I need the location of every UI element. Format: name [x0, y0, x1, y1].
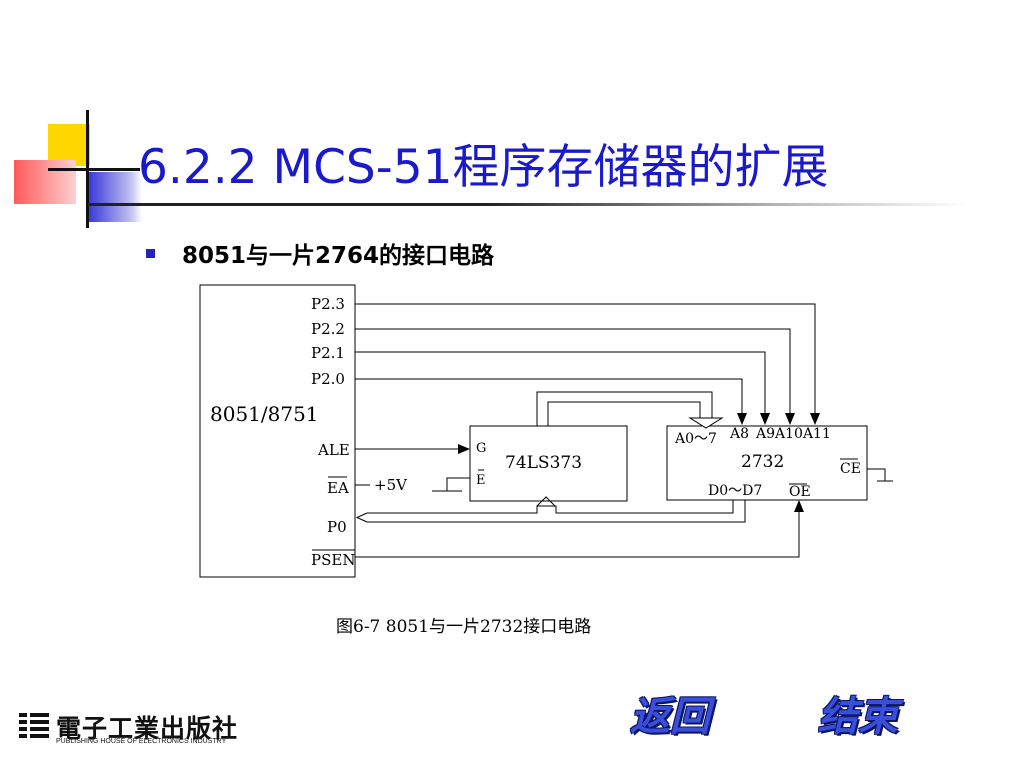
latch-label: 74LS373	[505, 453, 582, 473]
decor-horizontal-line	[48, 168, 140, 171]
wire-p23	[355, 303, 816, 415]
wire-psen	[355, 512, 800, 558]
wire-p22	[355, 328, 791, 415]
decor-yellow-square	[48, 124, 90, 166]
back-button[interactable]: 返回	[630, 694, 710, 740]
decor-red-square	[14, 160, 76, 204]
wire-e-gnd	[446, 477, 470, 491]
publisher-english-name: PUBLISHING HOUSE OF ELECTRONICS INDUSTRY	[56, 738, 227, 745]
publisher-name: 電子工業出版社	[56, 714, 239, 743]
eprom-pin-oe: OE	[789, 484, 811, 500]
eprom-pin-a9a10a11: A9A10A11	[755, 426, 831, 442]
pin-p21: P2.1	[311, 344, 345, 362]
pin-p20: P2.0	[311, 370, 345, 388]
eprom-box	[666, 425, 868, 501]
eprom-pin-ce: CE	[840, 461, 861, 477]
power-label: +5V	[374, 476, 408, 494]
latch-pin-g: G	[476, 441, 486, 456]
figure-caption: 图6-7 8051与一片2732接口电路	[336, 617, 592, 637]
eprom-pin-a8: A8	[729, 426, 749, 442]
bullet-text: 8051与一片2764的接口电路	[182, 243, 495, 269]
mcu-box	[199, 284, 356, 578]
end-button[interactable]: 结束	[818, 694, 898, 740]
eprom-pin-d0-d7: D0～D7	[708, 483, 762, 499]
pin-ale: ALE	[317, 441, 350, 459]
wire-p21	[355, 351, 766, 415]
bus-latch-out	[536, 496, 556, 507]
wire-p20	[355, 378, 743, 415]
pin-p22: P2.2	[311, 320, 345, 338]
publisher-logo-icon	[19, 710, 49, 741]
pin-psen: PSEN	[311, 551, 355, 569]
slide-title: 6.2.2 MCS-51程序存储器的扩展	[138, 140, 829, 195]
pin-p23: P2.3	[311, 295, 345, 313]
wire-ce-gnd	[867, 468, 886, 481]
eprom-label: 2732	[741, 452, 784, 472]
eprom-pin-a0-7: A0～7	[674, 431, 717, 447]
decor-blue-square	[86, 172, 142, 222]
bullet-square-icon	[146, 249, 155, 258]
bus-p0	[367, 500, 746, 523]
bus-latch-in	[536, 391, 713, 426]
latch-pin-e: E	[476, 473, 486, 488]
pin-ea: EA	[327, 479, 349, 497]
pin-p0: P0	[327, 518, 347, 536]
mcu-label: 8051/8751	[210, 402, 319, 426]
title-underline	[88, 203, 968, 206]
